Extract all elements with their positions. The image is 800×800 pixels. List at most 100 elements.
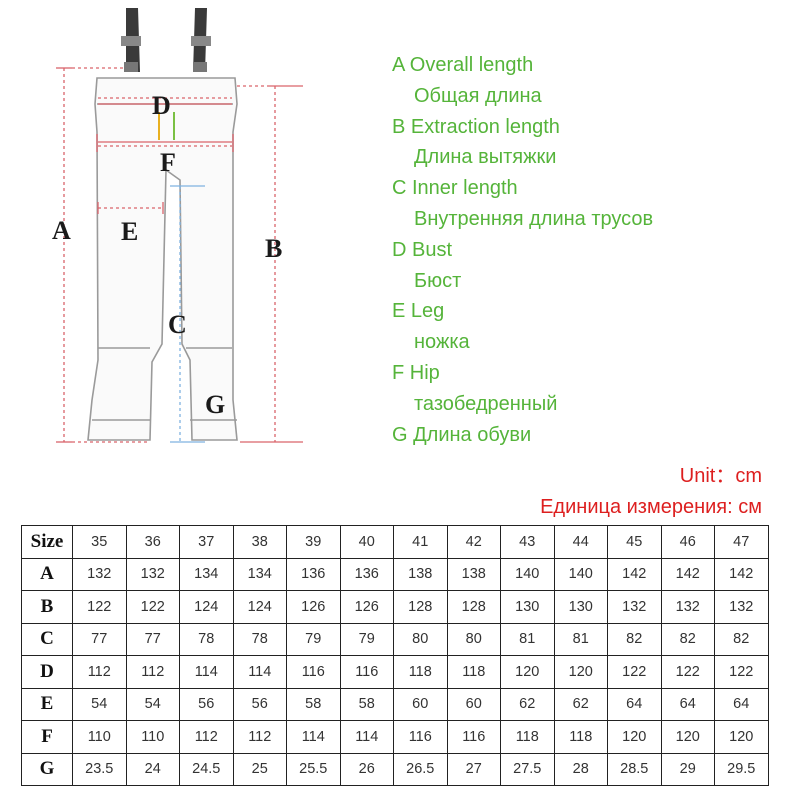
table-cell: 28	[553, 752, 608, 786]
table-cell: 80	[446, 622, 501, 656]
size-header-cell: 37	[179, 525, 234, 559]
legend-d-en: D Bust	[392, 238, 453, 261]
row-label: D	[21, 655, 73, 689]
table-cell: 64	[714, 687, 769, 721]
table-cell: 134	[179, 557, 234, 591]
table-cell: 120	[714, 720, 769, 754]
size-header-cell: 36	[125, 525, 180, 559]
label-g: G	[205, 390, 226, 419]
table-cell: 56	[232, 687, 287, 721]
table-cell: 27.5	[500, 752, 555, 786]
table-cell: 24.5	[179, 752, 234, 786]
table-cell: 114	[339, 720, 394, 754]
legend-f-en: F Hip	[392, 361, 440, 384]
table-cell: 132	[660, 590, 715, 624]
table-cell: 134	[232, 557, 287, 591]
size-header-cell: 44	[553, 525, 608, 559]
table-cell: 122	[660, 655, 715, 689]
table-cell: 58	[286, 687, 341, 721]
table-cell: 81	[553, 622, 608, 656]
table-cell: 114	[232, 655, 287, 689]
wader-diagram	[56, 8, 303, 443]
table-cell: 112	[125, 655, 180, 689]
table-cell: 64	[660, 687, 715, 721]
table-cell: 122	[125, 590, 180, 624]
legend-b-en: B Extraction length	[392, 115, 560, 138]
row-label: C	[21, 622, 73, 656]
size-header-cell: 41	[393, 525, 448, 559]
measure-c-line	[170, 185, 205, 443]
table-cell: 77	[72, 622, 127, 656]
legend-e-en: E Leg	[392, 300, 445, 323]
legend-a-en: A Overall length	[392, 54, 534, 76]
measure-e-line	[97, 202, 164, 214]
table-cell: 136	[339, 557, 394, 591]
table-cell: 120	[500, 655, 555, 689]
table-cell: 138	[446, 557, 501, 591]
table-cell: 132	[607, 590, 662, 624]
legend-e-ru: ножка	[414, 331, 470, 354]
table-cell: 124	[179, 590, 234, 624]
table-cell: 126	[339, 590, 394, 624]
table-cell: 58	[339, 687, 394, 721]
row-label: E	[21, 687, 73, 721]
unit-russian: Единица измерения: см	[540, 496, 762, 518]
row-label: F	[21, 720, 73, 754]
table-cell: 25	[232, 752, 287, 786]
table-cell: 140	[500, 557, 555, 591]
table-cell: 118	[553, 720, 608, 754]
legend-a-ru: Общая длина	[414, 84, 542, 107]
legend-b-ru: Длина вытяжки	[414, 146, 557, 169]
measure-d-line	[98, 97, 232, 105]
legend-c-en: C Inner length	[392, 177, 518, 200]
label-a: A	[52, 216, 71, 245]
table-cell: 142	[607, 557, 662, 591]
table-cell: 112	[179, 720, 234, 754]
label-e: E	[121, 217, 139, 246]
label-b: B	[265, 234, 283, 263]
table-cell: 54	[125, 687, 180, 721]
table-cell: 130	[500, 590, 555, 624]
table-cell: 60	[393, 687, 448, 721]
size-header-cell: 47	[714, 525, 769, 559]
table-cell: 120	[607, 720, 662, 754]
label-c: C	[168, 310, 187, 339]
size-header-cell: 35	[72, 525, 127, 559]
table-cell: 60	[446, 687, 501, 721]
table-cell: 112	[232, 720, 287, 754]
table-cell: 114	[286, 720, 341, 754]
size-header-cell: 42	[446, 525, 501, 559]
table-cell: 116	[339, 655, 394, 689]
table-cell: 82	[660, 622, 715, 656]
table-cell: 78	[232, 622, 287, 656]
table-cell: 114	[179, 655, 234, 689]
legend-g-en: G Длина обуви	[392, 423, 532, 446]
size-header-label: Size	[21, 525, 73, 559]
table-cell: 25.5	[286, 752, 341, 786]
table-cell: 128	[446, 590, 501, 624]
label-f: F	[160, 148, 176, 177]
size-header-cell: 40	[339, 525, 394, 559]
row-label: G	[21, 752, 73, 786]
table-cell: 122	[72, 590, 127, 624]
table-cell: 77	[125, 622, 180, 656]
table-cell: 118	[393, 655, 448, 689]
size-header-cell: 38	[232, 525, 287, 559]
d-f-arrows	[158, 112, 175, 140]
table-cell: 62	[553, 687, 608, 721]
table-cell: 64	[607, 687, 662, 721]
measurement-legend: A Overall length Общая длина B Extractio…	[392, 50, 653, 450]
table-cell: 80	[393, 622, 448, 656]
measure-b-line	[237, 85, 303, 443]
row-label: A	[21, 557, 73, 591]
table-cell: 120	[660, 720, 715, 754]
label-d: D	[152, 91, 171, 120]
table-cell: 142	[714, 557, 769, 591]
table-cell: 138	[393, 557, 448, 591]
table-cell: 79	[286, 622, 341, 656]
table-cell: 29	[660, 752, 715, 786]
